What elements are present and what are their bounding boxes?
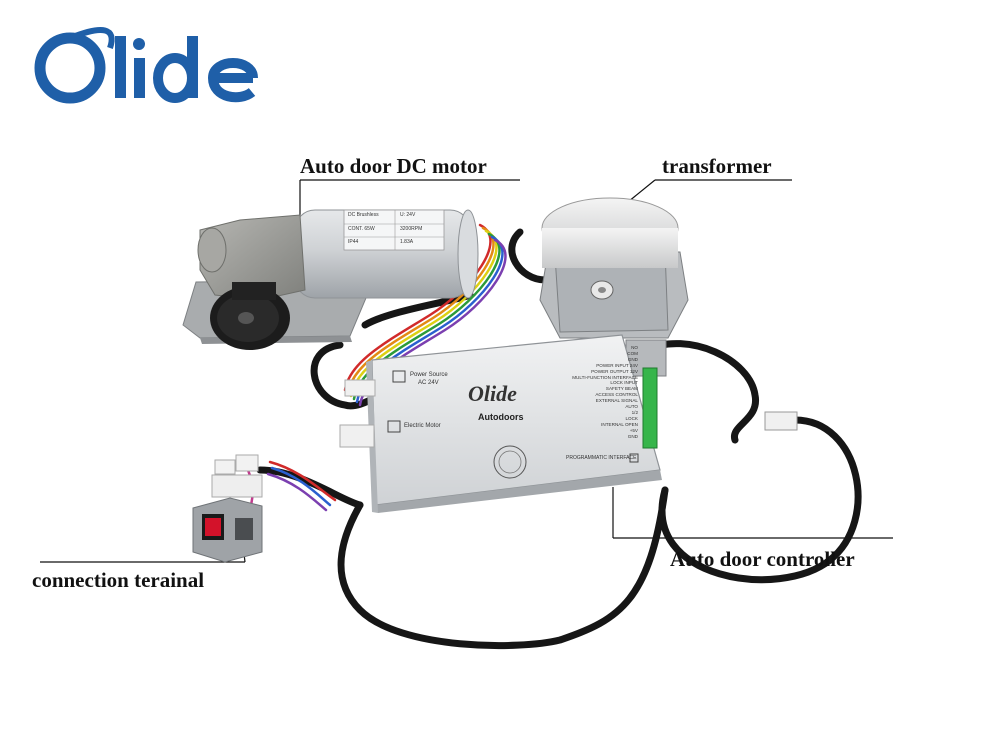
programmatic-interface-label: PROGRAMMATIC INTERFACE — [566, 455, 637, 461]
motor-rating-label: IP44 — [348, 239, 359, 245]
power-source-label: Power Source — [410, 372, 448, 378]
terminal-label: NO — [631, 345, 638, 350]
cable-connector — [764, 411, 798, 431]
terminal-labels: NO COM GND POWER INPUT 24V POWER OUTPUT … — [558, 345, 638, 440]
transformer — [539, 197, 689, 377]
callout-transformer: transformer — [662, 154, 772, 178]
terminal-label: AUTO — [625, 404, 638, 410]
electric-motor-label: Electric Motor — [404, 423, 441, 429]
controller-box — [339, 334, 662, 513]
dc-motor — [182, 209, 479, 350]
callout-controller: Auto door controller — [670, 547, 855, 571]
olide-logo — [30, 18, 260, 108]
motor-speed-label: 3200RPM — [400, 226, 423, 232]
terminal-label: GND — [627, 356, 638, 362]
terminal-label: LOCK INPUT — [610, 380, 638, 386]
terminal-label: +5V — [629, 427, 638, 433]
controller-logo: Olide — [468, 381, 517, 406]
terminal-label: GND — [627, 433, 638, 439]
black-cables — [256, 228, 862, 650]
motor-power-label: CONT. 65W — [348, 226, 375, 232]
callout-dc-motor: Auto door DC motor — [300, 154, 487, 178]
terminal-label: POWER OUTPUT 12V — [591, 368, 638, 374]
terminal-label: LOCK — [625, 415, 638, 421]
terminal-label: MULTI-FUNCTION INTERFACE — [572, 374, 638, 380]
motor-voltage-label: U: 24V — [400, 212, 416, 218]
terminal-label: COM — [627, 350, 638, 356]
controller-subtitle: Autodoors — [478, 412, 524, 422]
motor-current-label: 1.83A — [400, 239, 414, 245]
power-value-label: AC 24V — [418, 380, 439, 386]
connection-terminal — [192, 454, 263, 563]
terminal-label: INTERNAL OPEN — [601, 421, 638, 427]
terminal-label: SAFETY BEAM — [605, 386, 638, 392]
olide-logo-mark — [34, 27, 258, 104]
callout-terminal: connection terainal — [32, 568, 205, 592]
terminal-label: POWER INPUT 24V — [596, 362, 638, 368]
terminal-label: 1/2 — [631, 409, 638, 415]
terminal-label: ACCESS CONTROL — [595, 392, 638, 398]
terminal-label: EXTERNAL SIGNAL — [595, 398, 638, 404]
motor-model-label: DC Brushless — [348, 212, 379, 218]
